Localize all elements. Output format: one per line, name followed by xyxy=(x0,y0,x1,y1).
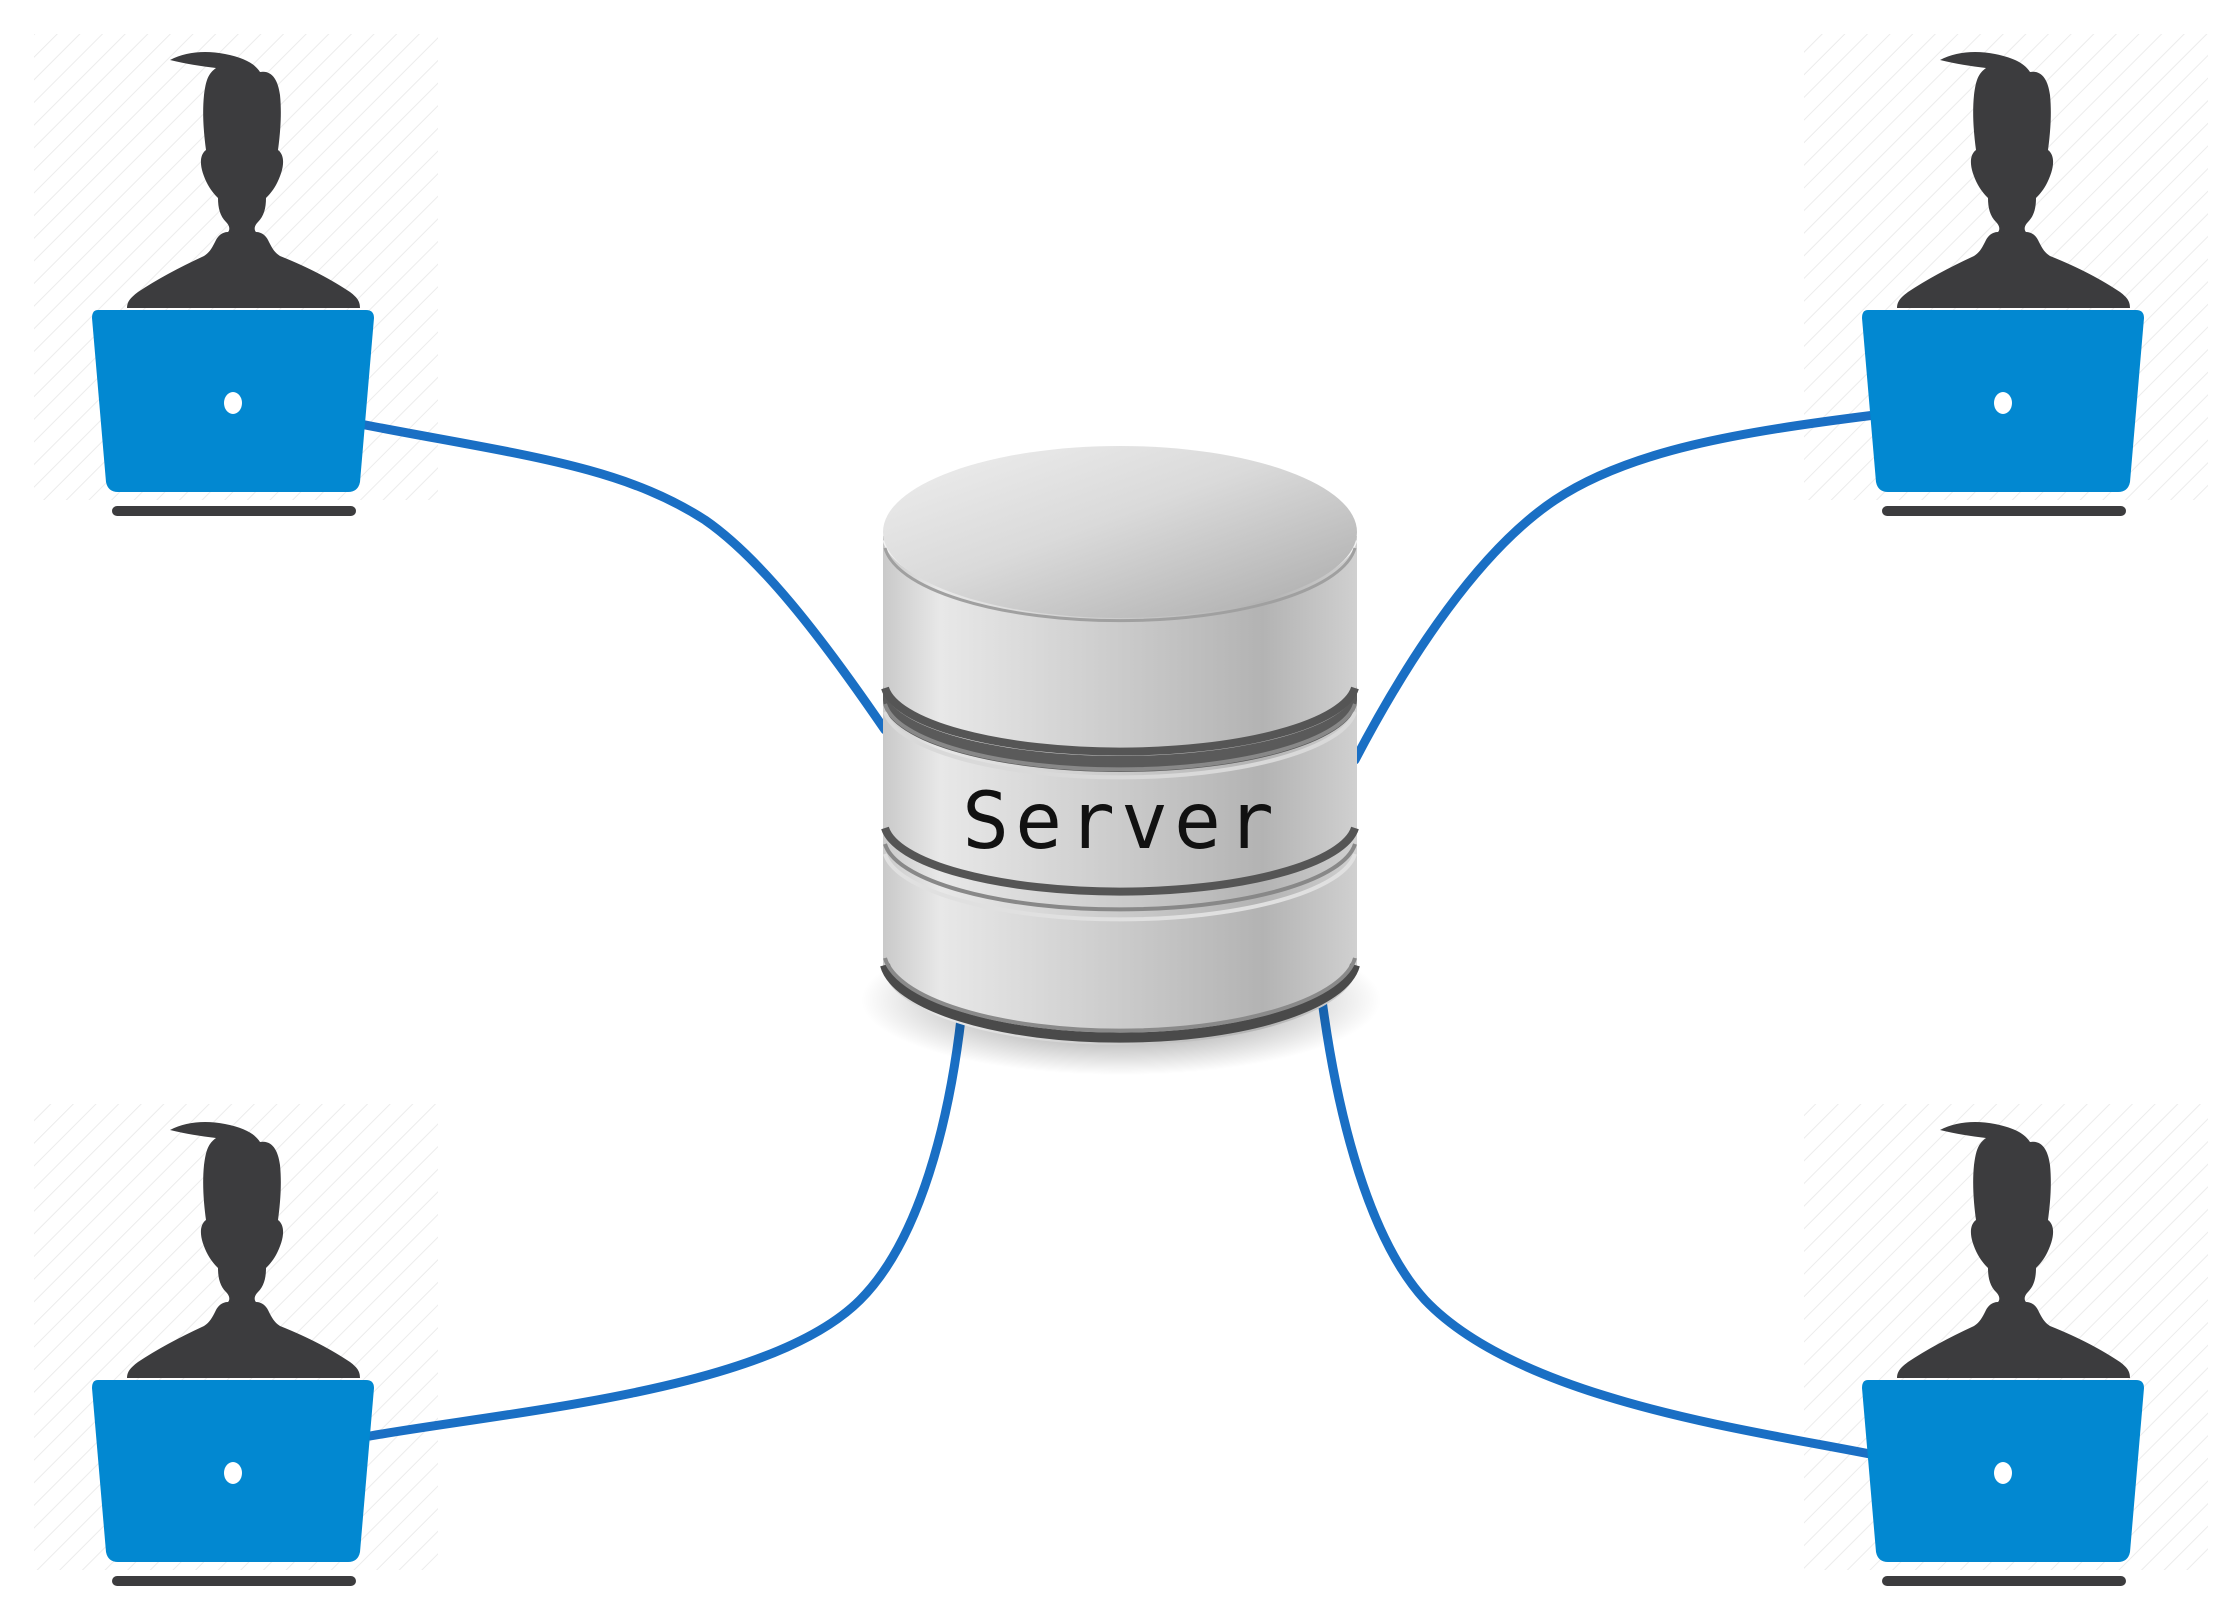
connection-line-bottom-right xyxy=(1317,995,1880,1460)
connection-line-bottom-left xyxy=(365,1005,967,1441)
connection-line-top-right xyxy=(1350,410,1880,765)
connection-line-top-left xyxy=(355,419,890,735)
server-label: Server xyxy=(962,777,1280,867)
database-cylinder-icon: Server xyxy=(861,446,1381,1075)
